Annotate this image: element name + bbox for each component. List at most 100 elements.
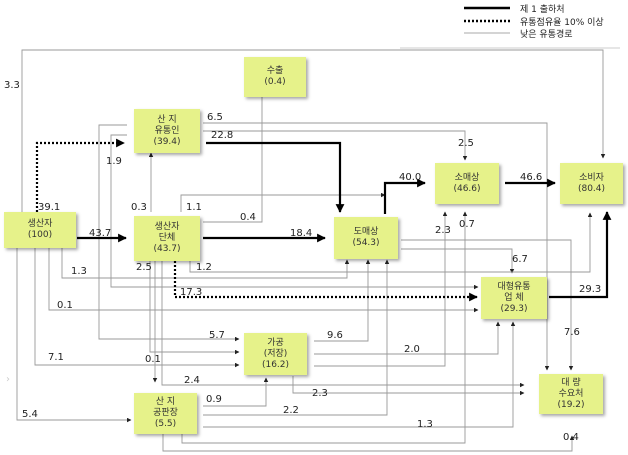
node-local-dealer: 산 지 유통인 (39.4) bbox=[134, 109, 200, 153]
node-label: (저장) bbox=[263, 348, 288, 359]
node-bulk-buyer: 대 량 수요처 (19.2) bbox=[539, 374, 603, 414]
edge-localmarket-retailer bbox=[181, 211, 468, 444]
edge-group-processing bbox=[149, 261, 240, 355]
edge-processing-wholesaler bbox=[314, 259, 371, 342]
flow-label: 7.1 bbox=[48, 352, 64, 363]
node-value: (100) bbox=[27, 230, 53, 240]
flow-label: 2.5 bbox=[458, 138, 474, 149]
edge-localmarket-processing bbox=[203, 377, 269, 407]
flow-label: 2.5 bbox=[136, 262, 152, 273]
flow-label: 7.6 bbox=[564, 327, 580, 338]
edge-localdealer-processing bbox=[98, 124, 240, 342]
flow-label: 1.9 bbox=[106, 156, 122, 167]
edge-producer-processing bbox=[34, 248, 240, 368]
flow-label: 0.4 bbox=[563, 432, 579, 443]
node-label: 대형유통 bbox=[497, 281, 531, 292]
edge-producer-wholesaler bbox=[61, 248, 350, 279]
flow-label: 0.3 bbox=[131, 202, 147, 213]
primary-edges bbox=[77, 141, 612, 299]
node-value: (0.4) bbox=[264, 77, 286, 87]
node-label: 도매상 bbox=[353, 227, 379, 237]
edge-localmarket-bulk bbox=[162, 434, 575, 452]
node-value: (54.3) bbox=[352, 238, 380, 248]
node-label: 산 지 bbox=[155, 397, 176, 407]
flow-label: 0.1 bbox=[57, 300, 73, 311]
node-label: 대 량 bbox=[561, 377, 581, 388]
node-value: (80.4) bbox=[577, 183, 606, 194]
edge-processing-retailer bbox=[314, 211, 448, 367]
edge-group-export bbox=[203, 91, 265, 223]
flow-label: 17.3 bbox=[180, 287, 203, 298]
legend-item-primary: 제 1 출하처 bbox=[520, 5, 565, 15]
edge-wholesaler-retailer bbox=[383, 178, 426, 214]
node-label: 공판장 bbox=[153, 408, 178, 418]
node-label: 생산자 bbox=[27, 219, 53, 229]
edge-wholesaler-largeretail bbox=[401, 248, 515, 274]
flow-label: 43.7 bbox=[89, 228, 112, 239]
flow-label: 2.2 bbox=[283, 405, 299, 416]
thin-edges bbox=[16, 49, 606, 452]
edge-group-largeretail bbox=[173, 261, 478, 302]
edge-producer-localmarket bbox=[16, 248, 132, 423]
flow-label: 18.4 bbox=[290, 228, 313, 239]
node-value: (5.5) bbox=[154, 419, 177, 429]
edge-group-bulk bbox=[161, 261, 525, 388]
node-value: (43.7) bbox=[153, 244, 181, 254]
flow-label: 2.3 bbox=[312, 388, 328, 399]
edge-localmarket-largeretail bbox=[203, 321, 516, 428]
flow-label: 1.2 bbox=[196, 262, 212, 273]
flow-label: 0.1 bbox=[145, 354, 161, 365]
edge-producer-localdealer bbox=[35, 138, 125, 212]
node-value: (16.2) bbox=[261, 359, 290, 370]
flow-label: 1.3 bbox=[71, 266, 87, 277]
flow-label: 1.1 bbox=[186, 202, 202, 213]
node-label: 생산자 bbox=[154, 222, 180, 232]
edge-localdealer-wholesaler bbox=[206, 141, 345, 213]
node-label: 소매상 bbox=[454, 172, 480, 183]
chevron-right-icon: › bbox=[6, 374, 10, 385]
flow-label: 3.3 bbox=[4, 80, 20, 91]
node-large-retail: 대형유통 업 체 (29.3) bbox=[481, 277, 547, 319]
node-retailer: 소매상 (46.6) bbox=[435, 163, 499, 204]
node-value: (39.4) bbox=[153, 136, 181, 147]
edge-processing-largeretail bbox=[314, 321, 501, 355]
node-label: 단체 bbox=[158, 233, 176, 243]
flow-label: 9.6 bbox=[327, 330, 343, 341]
node-wholesaler: 도매상 (54.3) bbox=[334, 217, 398, 259]
node-label: 산 지 bbox=[157, 114, 177, 125]
edge-localdealer-bulk bbox=[203, 122, 550, 371]
node-export: 수출 (0.4) bbox=[244, 57, 306, 97]
node-local-market: 산 지 공판장 (5.5) bbox=[134, 393, 197, 434]
flow-label: 2.4 bbox=[184, 375, 200, 386]
flow-label: 0.7 bbox=[459, 219, 475, 230]
edge-localmarket-wholesaler bbox=[203, 259, 390, 416]
edge-localdealer-retailer bbox=[203, 130, 468, 161]
node-producer: 생산자 (100) bbox=[4, 212, 76, 248]
node-producer-group: 생산자 단체 (43.7) bbox=[134, 216, 200, 261]
flow-label: 39.1 bbox=[38, 202, 61, 213]
node-label: 업 체 bbox=[504, 292, 524, 303]
node-label: 가공 bbox=[267, 337, 284, 348]
node-value: (46.6) bbox=[453, 183, 481, 194]
edge-localdealer-largeretail bbox=[110, 134, 479, 290]
flow-label: 1.3 bbox=[417, 419, 433, 430]
flow-label: 22.8 bbox=[211, 130, 234, 141]
flow-label: 5.7 bbox=[209, 330, 225, 341]
flow-label: 6.5 bbox=[207, 112, 223, 123]
edge-largeretail-consumer bbox=[549, 211, 612, 299]
node-label: 유통인 bbox=[154, 125, 180, 136]
edge-producer-consumer bbox=[21, 49, 606, 212]
flow-label: 29.3 bbox=[579, 284, 602, 295]
legend-item-share: 유통점유율 10% 이상 bbox=[520, 18, 604, 28]
flow-label: 40.0 bbox=[399, 172, 422, 183]
edge-processing-bulk bbox=[292, 376, 525, 396]
dotted-edges bbox=[35, 138, 478, 302]
node-processing: 가공 (저장) (16.2) bbox=[244, 333, 307, 375]
node-value: (19.2) bbox=[557, 399, 585, 410]
edge-wholesaler-bulk bbox=[401, 239, 574, 371]
node-label: 소비자 bbox=[579, 172, 604, 183]
flow-label: 46.6 bbox=[520, 172, 543, 183]
flow-label: 5.4 bbox=[22, 409, 38, 420]
node-consumer: 소비자 (80.4) bbox=[560, 163, 623, 204]
